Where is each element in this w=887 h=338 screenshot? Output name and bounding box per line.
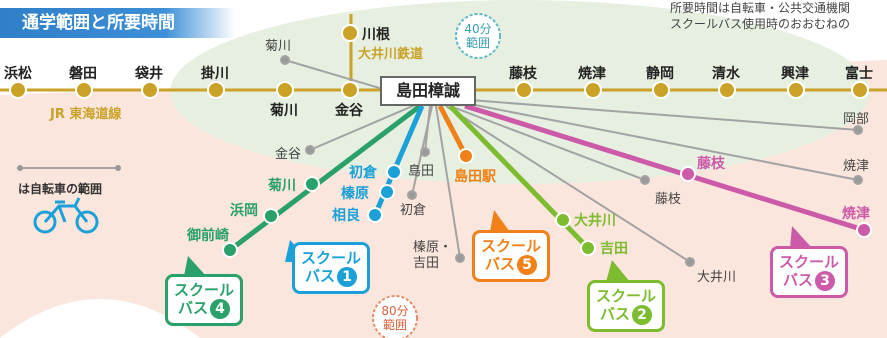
bus1-stop-hatsukura: 初倉	[349, 165, 377, 181]
bus4-stop-hamaoka: 浜岡	[230, 203, 258, 219]
bus1-stop-haibara: 榛原	[341, 186, 369, 202]
station-kanaya: 金谷	[335, 103, 363, 119]
footnote-line-2: スクールバス使用時のおおむねの	[670, 17, 851, 31]
zone-80min-edge	[0, 299, 200, 338]
bike-dest-yaizu: 焼津	[843, 159, 870, 174]
bike-dest-okabe: 岡部	[843, 112, 870, 127]
bus-route-5	[437, 104, 469, 158]
bus2-stop-oigawa: 大井川	[574, 213, 616, 229]
station-kawane: 川根	[362, 27, 390, 43]
bicycle-icon	[33, 197, 99, 234]
bike-dest-kanaya: 金谷	[275, 147, 302, 162]
bike-dest-kikugawa: 菊川	[265, 39, 292, 54]
oigawa-line-name: 大井川鉄道	[358, 47, 424, 62]
page-title: 通学範囲と所要時間	[0, 8, 235, 38]
zone-40-label: 40分範囲	[464, 22, 492, 50]
bike-legend-text: は自転車の範囲	[18, 182, 103, 196]
bus4-stop-kikugawa: 菊川	[268, 178, 296, 194]
bike-dest-oigawa: 大井川	[697, 270, 737, 285]
zone-80-label: 80分範囲	[381, 304, 409, 332]
station-okitsu: 興津	[781, 66, 809, 82]
bike-dest-shimada: 島田	[408, 164, 435, 179]
station-kikugawa: 菊川	[270, 103, 298, 119]
footnote: 所要時間は自転車・公共交通機関 スクールバス使用時のおおむねの	[670, 0, 850, 32]
footnote-line-1: 所要時間は自転車・公共交通機関	[670, 1, 851, 15]
station-shimizu: 清水	[712, 66, 740, 82]
bus2-stop-yoshida: 吉田	[600, 241, 628, 257]
bus1-stop-sagara: 相良	[332, 208, 360, 224]
bike-dest-haibara-yoshida: 榛原・吉田	[413, 240, 453, 271]
bike-dest-fujieda: 藤枝	[655, 192, 682, 207]
bus5-stop-shimada-station: 島田駅	[454, 169, 496, 185]
school-center: 島田樟誠	[380, 76, 476, 106]
bus3-stop-fujieda: 藤枝	[697, 156, 725, 172]
station-hamamatsu: 浜松	[4, 66, 32, 82]
station-fuji: 富士	[845, 66, 873, 82]
bike-dest-hatsukura: 初倉	[400, 203, 427, 218]
bus-route-4	[228, 104, 422, 252]
bus4-stop-omaezaki: 御前崎	[187, 228, 229, 244]
station-shizuoka: 静岡	[646, 66, 674, 82]
station-yaizu: 焼津	[578, 66, 606, 82]
station-fukuroi: 袋井	[135, 66, 163, 82]
station-kakegawa: 掛川	[201, 66, 229, 82]
station-fujieda: 藤枝	[509, 66, 537, 82]
station-iwata: 磐田	[69, 66, 97, 82]
bike-legend: は自転車の範囲	[2, 150, 142, 250]
bus-route-3	[464, 103, 865, 233]
bus3-stop-yaizu: 焼津	[842, 206, 870, 222]
jr-line-name: JR 東海道線	[50, 107, 122, 122]
